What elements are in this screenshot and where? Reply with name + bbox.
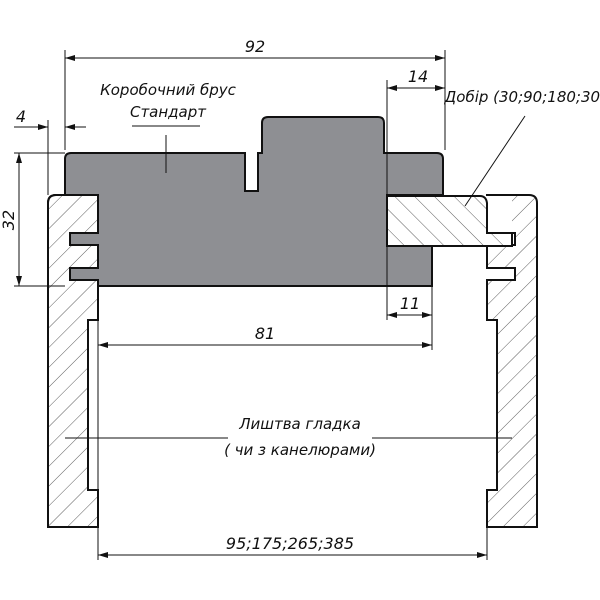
frame-label-line1: Коробочний брус bbox=[100, 81, 237, 99]
casing-label-line1: Лиштва гладка bbox=[238, 415, 361, 433]
frame-beam-profile bbox=[64, 116, 444, 287]
left-casing-hatch bbox=[47, 194, 99, 528]
extension-label: Добір (30;90;180;300) bbox=[444, 88, 600, 106]
dim-92: 92 bbox=[245, 37, 265, 56]
casing-label-line2: ( чи з канелюрами) bbox=[224, 441, 376, 459]
dim-81: 81 bbox=[255, 324, 275, 343]
dim-4: 4 bbox=[16, 107, 26, 126]
extension-board-profile bbox=[386, 195, 513, 247]
dim-11: 11 bbox=[400, 294, 420, 313]
dim-casing-width: 95;175;265;385 bbox=[226, 534, 354, 553]
dim-14: 14 bbox=[408, 67, 428, 86]
dim-32: 32 bbox=[0, 210, 18, 230]
frame-label-line2: Стандарт bbox=[130, 103, 207, 121]
extension-leader bbox=[464, 115, 526, 207]
